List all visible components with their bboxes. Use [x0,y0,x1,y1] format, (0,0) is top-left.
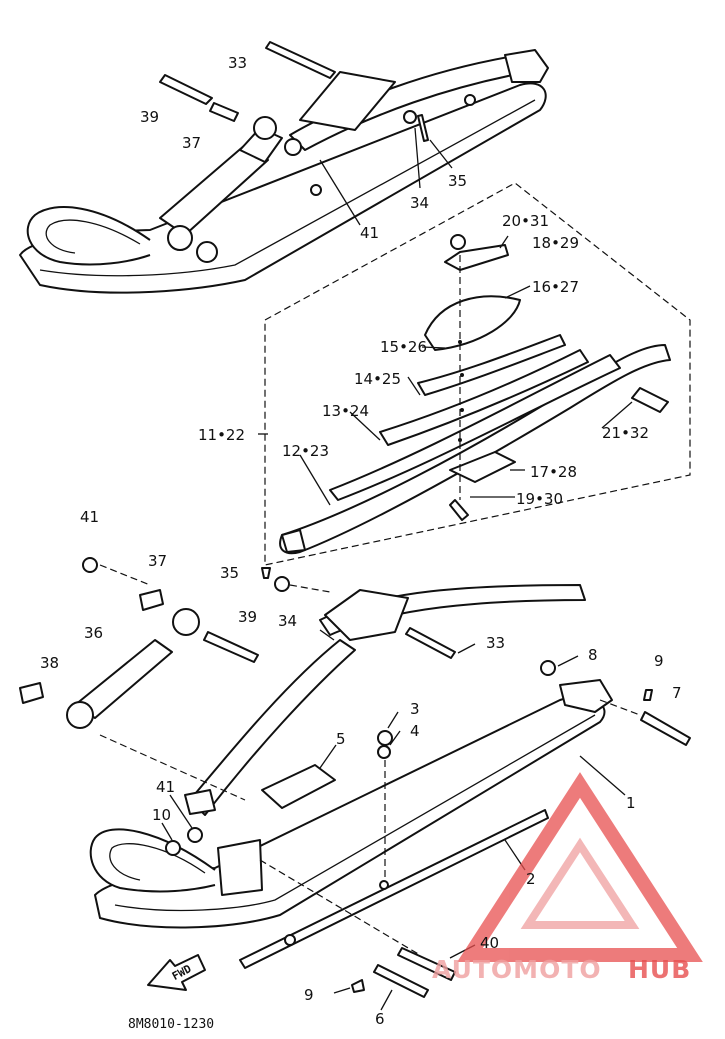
label-9a: 9 [654,652,664,670]
leaf-spring-group [258,234,671,555]
watermark-logo [457,772,703,962]
label-41c: 41 [156,778,175,796]
label-37: 37 [182,134,201,152]
label-7: 7 [672,684,682,702]
label-21-32: 21•32 [602,424,649,442]
label-16-27: 16•27 [532,278,579,296]
watermark-part2: HUB [628,955,691,984]
label-39b: 39 [238,608,257,626]
label-12-23: 12•23 [282,442,329,460]
label-37b: 37 [148,552,167,570]
label-40: 40 [480,934,499,952]
label-1: 1 [626,794,636,812]
diagram-code: 8M8010-1230 [128,1017,214,1032]
label-11-22: 11•22 [198,426,245,444]
label-41b: 41 [80,508,99,526]
watermark-part1: AUTOMOTO [432,955,602,984]
label-8: 8 [588,646,598,664]
watermark-text: AUTOMOTO HUB [432,955,691,984]
label-14-25: 14•25 [354,370,401,388]
label-3: 3 [410,700,420,718]
label-36: 36 [84,624,103,642]
bottom-ski-assembly [19,557,691,1011]
spring-group-box [264,182,691,566]
label-17-28: 17•28 [530,463,577,481]
label-38: 38 [40,654,59,672]
label-5: 5 [336,730,346,748]
label-35b: 35 [220,564,239,582]
label-20-31: 20•31 [502,212,549,230]
label-34b: 34 [278,612,297,630]
label-13-24: 13•24 [322,402,369,420]
label-35: 35 [448,172,467,190]
label-2: 2 [526,870,536,888]
label-41: 41 [360,224,379,242]
part-labels: 33 39 37 41 34 35 20•31 18•29 16•27 15•2… [40,54,682,1032]
label-15-26: 15•26 [380,338,427,356]
label-39: 39 [140,108,159,126]
label-10: 10 [152,806,171,824]
label-6: 6 [375,1010,385,1028]
label-19-30: 19•30 [516,490,563,508]
label-33b: 33 [486,634,505,652]
label-9b: 9 [304,986,314,1004]
label-34: 34 [410,194,429,212]
top-ski-assembly [19,41,549,294]
label-18-29: 18•29 [532,234,579,252]
label-4: 4 [410,722,420,740]
fwd-arrow-icon: FWD [147,954,206,991]
label-33: 33 [228,54,247,72]
